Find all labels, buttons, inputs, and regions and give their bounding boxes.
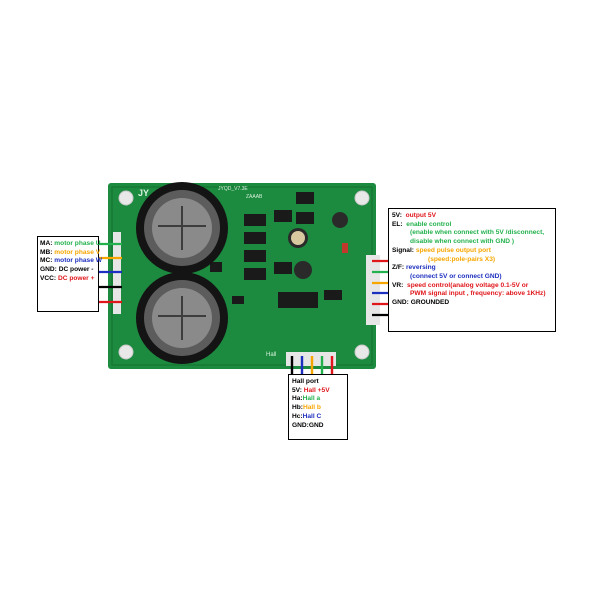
label-row-gnd-right: GND: GROUNDED bbox=[392, 299, 450, 307]
control-port-label-box: 5V: output 5V EL: enable control (enable… bbox=[388, 208, 556, 332]
silk-fuse: ZAAAB bbox=[246, 194, 263, 200]
label-row-mc: MC: motor phase W bbox=[40, 257, 102, 265]
hall-port-title: Hall port bbox=[292, 378, 319, 385]
hall-row-hb: Hb:Hall b bbox=[292, 404, 321, 412]
resistor bbox=[342, 243, 348, 253]
small-capacitor bbox=[294, 261, 312, 279]
mounting-hole bbox=[354, 190, 370, 206]
label-row-signal: Signal: speed pulse output port bbox=[392, 246, 491, 254]
silk-model: JYQD_V7.3E bbox=[218, 186, 248, 192]
driver-chip bbox=[244, 232, 266, 244]
hall-row-gnd: GND:GND bbox=[292, 421, 324, 429]
label-note-el-2: disable when connect with GND ) bbox=[410, 238, 515, 246]
mosfet bbox=[274, 210, 292, 222]
label-note-vr: PWM signal input , frequency: above 1KHz… bbox=[410, 290, 546, 298]
silk-hall: Hall bbox=[266, 352, 276, 358]
left-wires bbox=[98, 242, 122, 304]
label-row-vr: VR: speed control(analog voltage 0.1-5V … bbox=[392, 281, 529, 289]
driver-chip bbox=[244, 250, 266, 262]
label-row-gnd: GND: DC power - bbox=[40, 266, 94, 274]
label-note-signal: (speed:pole-pairs X3) bbox=[428, 255, 496, 263]
hall-wires bbox=[290, 356, 334, 376]
hall-row-ha: Ha:Hall a bbox=[292, 395, 321, 403]
hall-row-5v: 5V: Hall +5V bbox=[292, 386, 330, 394]
label-row-zf: Z/F: reversing bbox=[392, 264, 436, 272]
driver-chip bbox=[244, 214, 266, 226]
small-ic bbox=[232, 296, 244, 304]
mounting-hole bbox=[354, 344, 370, 360]
small-capacitor bbox=[291, 231, 305, 245]
mosfet bbox=[296, 212, 314, 224]
label-row-ma: MA: motor phase U bbox=[40, 240, 101, 247]
label-row-vcc: VCC: DC power + bbox=[40, 274, 95, 282]
label-note-el-1: (enable when connect with 5V /disconnect… bbox=[410, 229, 545, 237]
small-ic bbox=[210, 262, 222, 272]
mounting-hole bbox=[118, 190, 134, 206]
small-capacitor bbox=[332, 212, 348, 228]
controller-ic bbox=[278, 292, 318, 308]
motor-power-label-box: MA: motor phase U MB: motor phase V MC: … bbox=[37, 236, 102, 312]
label-row-el: EL: enable control bbox=[392, 220, 452, 228]
silk-brand: JY bbox=[138, 188, 149, 198]
driver-chip bbox=[244, 268, 266, 280]
mosfet bbox=[296, 192, 314, 204]
small-ic bbox=[324, 290, 342, 300]
hall-row-hc: Hc:Hall C bbox=[292, 412, 322, 420]
label-row-5v: 5V: output 5V bbox=[392, 212, 436, 219]
mounting-hole bbox=[118, 344, 134, 360]
hall-port-label-box: Hall port 5V: Hall +5V Ha:Hall a Hb:Hall… bbox=[288, 374, 348, 440]
label-row-mb: MB: motor phase V bbox=[40, 248, 101, 256]
label-note-zf: (connect 5V or connect GND) bbox=[410, 272, 502, 280]
mosfet bbox=[274, 262, 292, 274]
